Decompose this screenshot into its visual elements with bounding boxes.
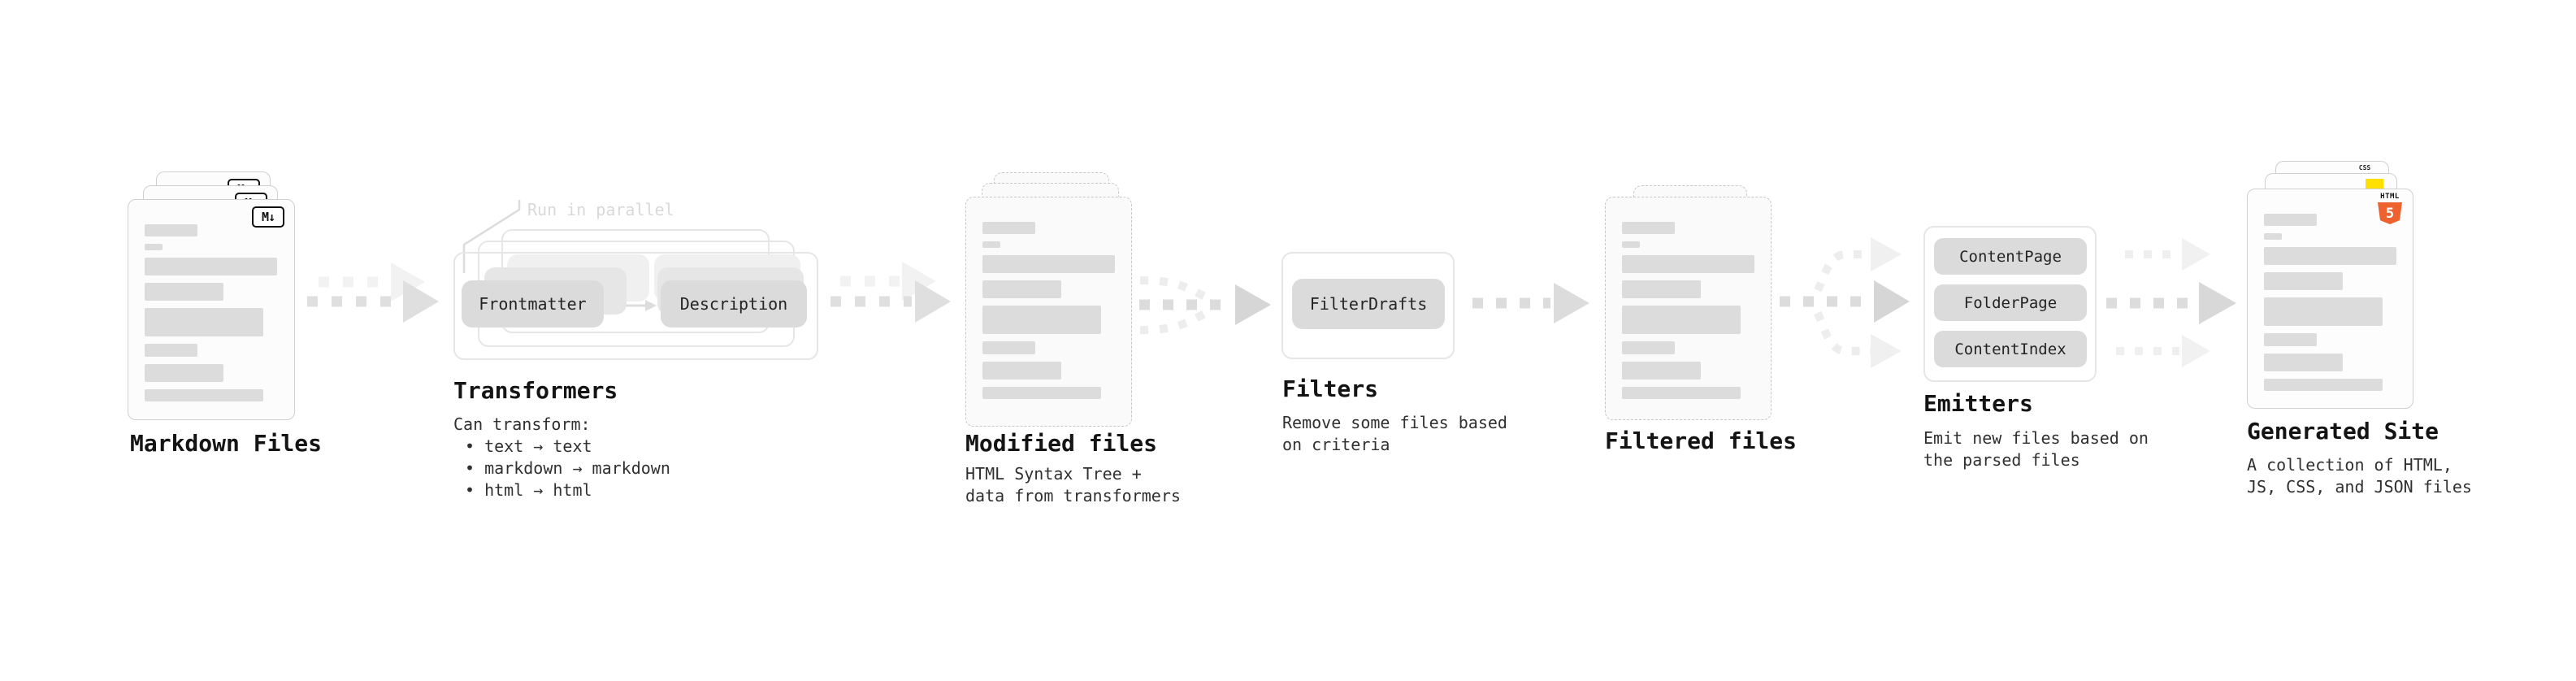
skeleton-line: [982, 222, 1035, 234]
markdown-files-label: Markdown Files: [130, 430, 323, 457]
emitters-desc-line: Emit new files based on: [1923, 428, 2149, 448]
transformers-bullet: • markdown → markdown: [465, 458, 670, 478]
arrow-markdown-to-transformers: [307, 262, 439, 323]
arrow-emitters-to-generated: [2106, 238, 2236, 367]
emitters-description: Emit new files based on the parsed files: [1923, 427, 2149, 471]
modified-desc-line: data from transformers: [965, 486, 1181, 505]
modified-files-label: Modified files: [965, 430, 1158, 457]
transformers-description: Can transform: • text → text • markdown …: [453, 414, 670, 501]
generated-site-description: A collection of HTML, JS, CSS, and JSON …: [2247, 454, 2472, 498]
filters-label: Filters: [1282, 375, 1379, 402]
html5-icon: HTML 5: [2375, 193, 2405, 224]
markdown-icon: M↓: [252, 206, 284, 228]
transformers-bullet: • text → text: [465, 436, 592, 456]
filtered-doc-front: [1605, 197, 1772, 420]
arrow-transformers-to-modified: [830, 262, 951, 323]
generated-desc-line: A collection of HTML,: [2247, 455, 2452, 475]
emitters-label: Emitters: [1923, 390, 2033, 417]
skeleton-line: [982, 362, 1061, 380]
modified-doc-front: [965, 197, 1132, 427]
skeleton-line: [145, 344, 197, 357]
skeleton-line: [2264, 297, 2383, 326]
emitters-desc-line: the parsed files: [1923, 450, 2080, 470]
css-label: CSS: [2358, 164, 2371, 171]
markdown-doc-front: M↓: [128, 199, 295, 420]
transformers-label: Transformers: [453, 377, 618, 404]
skeleton-line: [2264, 214, 2317, 226]
contentpage-node: ContentPage: [1934, 238, 2087, 275]
skeleton-line: [2264, 247, 2396, 265]
skeleton-line: [1622, 255, 1754, 273]
filters-desc-line: on criteria: [1282, 435, 1390, 454]
filtered-files-label: Filtered files: [1605, 427, 1798, 454]
skeleton-line: [1622, 341, 1675, 354]
skeleton-line: [145, 308, 263, 336]
arrow-filters-to-filtered: [1472, 283, 1589, 323]
skeleton-line: [145, 389, 263, 401]
skeleton-line: [2264, 272, 2343, 290]
skeleton-line: [982, 241, 1000, 248]
folderpage-node: FolderPage: [1934, 284, 2087, 321]
filters-description: Remove some files based on criteria: [1282, 412, 1507, 456]
emitters-box: [1923, 226, 2097, 382]
contentindex-node: ContentIndex: [1934, 331, 2087, 367]
skeleton-line: [2264, 333, 2317, 346]
run-in-parallel-connector: [462, 200, 521, 273]
skeleton-line: [145, 364, 223, 382]
description-node: Description: [661, 280, 807, 327]
skeleton-line: [2264, 233, 2282, 240]
generated-site-label: Generated Site: [2247, 418, 2439, 445]
run-in-parallel-annotation: Run in parallel: [527, 200, 674, 219]
skeleton-line: [1622, 280, 1701, 298]
skeleton-line: [982, 255, 1115, 273]
arrow-filtered-to-emitters: [1780, 237, 1910, 368]
filters-desc-line: Remove some files based: [1282, 413, 1507, 432]
html5-word: HTML: [2380, 193, 2400, 201]
generated-doc-front: HTML 5: [2247, 189, 2413, 409]
filters-box: [1281, 252, 1455, 359]
skeleton-line: [982, 341, 1035, 354]
frontmatter-node: Frontmatter: [462, 280, 604, 327]
modified-files-description: HTML Syntax Tree + data from transformer…: [965, 463, 1181, 507]
transformers-desc-line: Can transform:: [453, 414, 591, 434]
skeleton-line: [145, 258, 277, 275]
skeleton-line: [145, 283, 223, 301]
skeleton-line: [2264, 354, 2343, 371]
transformers-box-front: [453, 252, 818, 360]
skeleton-line: [982, 306, 1101, 334]
skeleton-line: [982, 280, 1061, 298]
skeleton-line: [2264, 379, 2383, 391]
skeleton-line: [1622, 387, 1741, 399]
skeleton-line: [145, 224, 197, 236]
arrow-modified-to-filters: [1139, 276, 1271, 334]
modified-desc-line: HTML Syntax Tree +: [965, 464, 1142, 484]
skeleton-line: [1622, 306, 1741, 334]
skeleton-line: [982, 387, 1101, 399]
skeleton-line: [145, 244, 163, 250]
skeleton-line: [1622, 222, 1675, 234]
skeleton-line: [1622, 241, 1640, 248]
filterdrafts-node: FilterDrafts: [1292, 279, 1445, 329]
generated-desc-line: JS, CSS, and JSON files: [2247, 477, 2472, 497]
html5-number: 5: [2385, 205, 2395, 222]
skeleton-line: [1622, 362, 1701, 380]
html5-shield: 5: [2378, 202, 2402, 224]
transformers-bullet: • html → html: [465, 480, 592, 500]
